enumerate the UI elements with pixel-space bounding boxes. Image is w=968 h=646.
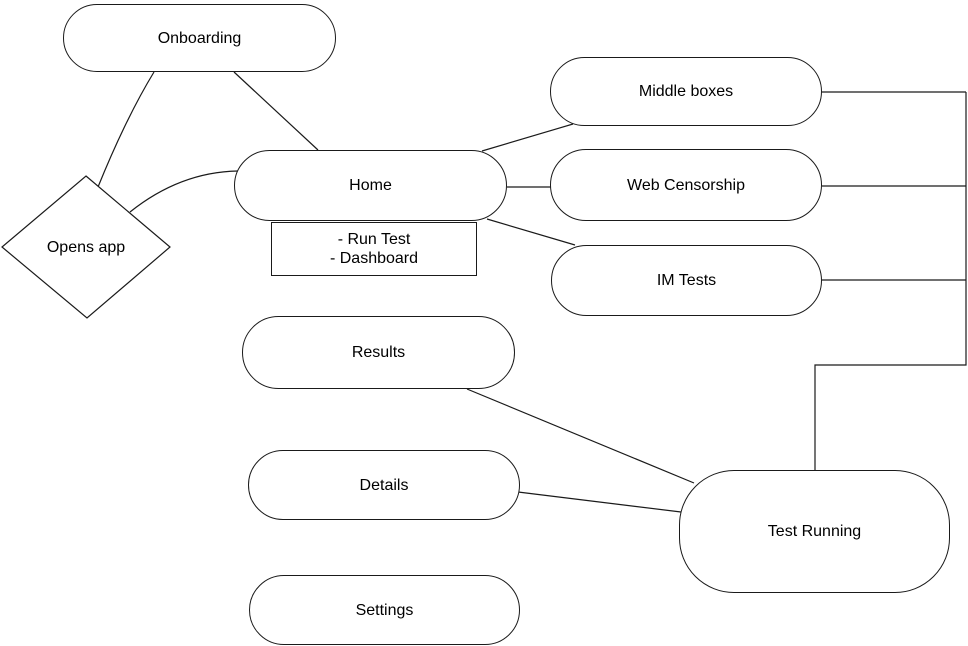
node-home: Home — [234, 150, 507, 221]
edge-trunk-test-running — [814, 92, 967, 470]
opens-app-diamond-shape — [1, 175, 171, 319]
node-results: Results — [242, 316, 515, 389]
edge-opens-app-home — [129, 170, 239, 213]
node-settings-label: Settings — [355, 601, 414, 619]
node-im-tests: IM Tests — [551, 245, 822, 316]
home-note-line-1: - Run Test — [337, 231, 411, 248]
node-web-censorship: Web Censorship — [550, 149, 822, 221]
edge-details-test-running — [517, 491, 682, 513]
node-details-label: Details — [359, 476, 409, 494]
node-settings: Settings — [249, 575, 520, 645]
edge-onboarding-opens-app — [97, 71, 155, 188]
edge-home-im-tests — [486, 218, 576, 246]
node-onboarding: Onboarding — [63, 4, 336, 72]
node-web-censorship-label: Web Censorship — [627, 176, 745, 194]
node-details: Details — [248, 450, 520, 520]
node-opens-app: Opens app — [6, 238, 166, 258]
node-im-tests-label: IM Tests — [656, 272, 717, 289]
edge-results-test-running — [466, 388, 695, 484]
node-home-label: Home — [349, 177, 392, 194]
node-test-running: Test Running — [679, 470, 950, 593]
node-home-note: - Run Test - Dashboard — [271, 222, 477, 276]
edge-onboarding-home — [233, 71, 319, 151]
node-results-label: Results — [351, 344, 406, 361]
node-middle-boxes: Middle boxes — [550, 57, 822, 126]
edge-home-middle-boxes — [481, 123, 574, 152]
node-opens-app-label: Opens app — [46, 239, 126, 256]
node-onboarding-label: Onboarding — [157, 29, 242, 47]
node-test-running-label: Test Running — [767, 523, 862, 540]
home-note-line-2: - Dashboard — [329, 250, 419, 267]
node-middle-boxes-label: Middle boxes — [638, 83, 734, 100]
